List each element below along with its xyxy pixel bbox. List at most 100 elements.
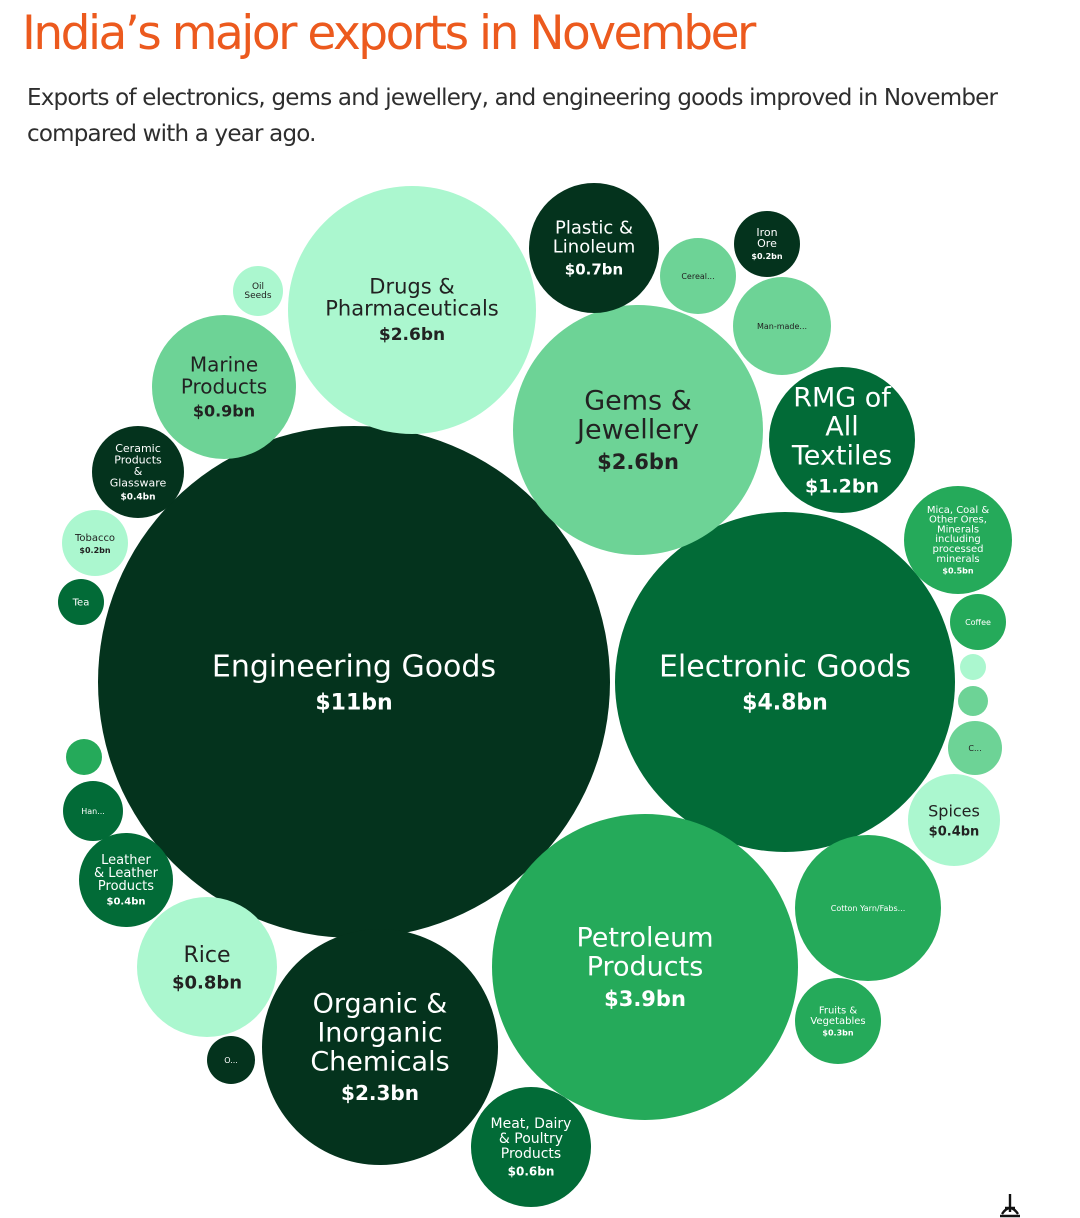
bubble-unnamed-29 <box>960 654 986 680</box>
bubble-electronic-goods-1: Electronic Goods $4.8bn <box>615 512 955 852</box>
bubble-unnamed-27 <box>66 739 102 775</box>
bubble-circle <box>513 305 763 555</box>
bubble-plastic-linoleum-9: Plastic &Linoleum$0.7bn <box>529 183 659 313</box>
bubble-value: $0.3bn <box>822 1028 853 1037</box>
bubble-han-21: Han... <box>63 781 123 841</box>
bubble-fruits-vegetables-17: Fruits &Vegetables$0.3bn <box>795 978 881 1064</box>
bubble-circle <box>958 686 988 716</box>
bubble-label: Han... <box>81 807 105 816</box>
bubble-circle <box>660 238 736 314</box>
bubble-o-25: O... <box>207 1036 255 1084</box>
page-title: India’s major exports in November <box>22 6 756 61</box>
bubble-value: $0.5bn <box>942 566 973 575</box>
bubble-circle <box>795 978 881 1064</box>
bubble-circle <box>529 183 659 313</box>
bubble-circle <box>98 426 610 938</box>
bubble-value: $1.2bn <box>805 475 879 497</box>
bubble-value: $3.9bn <box>604 987 686 1011</box>
bubble-circle <box>63 781 123 841</box>
bubble-label: Drugs &Pharmaceuticals <box>325 275 498 321</box>
bubble-circle <box>152 315 296 459</box>
bubble-circle <box>795 835 941 981</box>
bubble-value: $0.4bn <box>107 896 146 907</box>
bubble-engineering-goods-0: Engineering Goods$11bn <box>98 426 610 938</box>
bubble-spices-16: Spices$0.4bn <box>908 774 1000 866</box>
bubble-label: C... <box>968 744 981 753</box>
bubble-label: Fruits &Vegetables <box>810 1005 865 1027</box>
bubble-coffee-22: Coffee <box>950 594 1006 650</box>
bubble-circle <box>233 266 283 316</box>
bubble-circle <box>769 367 915 513</box>
bubble-circle <box>615 512 955 852</box>
bubble-circle <box>288 186 536 434</box>
bubble-circle <box>62 510 128 576</box>
bubble-man-made-13: Man-made... <box>733 277 831 375</box>
bubble-label: Man-made... <box>757 322 807 331</box>
bubble-label: Coffee <box>965 618 991 627</box>
bubble-value: $0.7bn <box>565 260 623 278</box>
bubble-label: Gems &Jewellery <box>575 385 699 445</box>
bubble-circle <box>492 814 798 1120</box>
bubble-value: $0.2bn <box>79 546 110 555</box>
bubble-drugs-pharmaceuticals-3: Drugs &Pharmaceuticals$2.6bn <box>288 186 536 434</box>
bubble-tea-23: Tea <box>58 579 104 625</box>
bubble-circle <box>734 211 800 277</box>
bubble-value: $0.2bn <box>751 252 782 261</box>
bubble-label: Cotton Yarn/Fabs... <box>831 904 906 913</box>
bubble-value: $0.4bn <box>120 492 155 502</box>
bubble-circle <box>950 594 1006 650</box>
bubble-value: $4.8bn <box>742 690 828 715</box>
bubble-circle <box>207 1036 255 1084</box>
bubble-circle <box>58 579 104 625</box>
bubble-label: Rice <box>183 943 230 968</box>
bubble-label: Cereal... <box>681 272 714 281</box>
bubble-label: O... <box>224 1056 238 1065</box>
bubble-value: $0.8bn <box>172 973 242 994</box>
bubble-gems-jewellery-4: Gems &Jewellery$2.6bn <box>513 305 763 555</box>
bubble-label: Tobacco <box>74 533 115 544</box>
page-subtitle: Exports of electronics, gems and jewelle… <box>27 85 998 147</box>
bubble-unnamed-28 <box>958 686 988 716</box>
bubble-cotton-yarn-fabs-11: Cotton Yarn/Fabs... <box>795 835 941 981</box>
bubble-value: $0.4bn <box>929 825 980 840</box>
bubble-circle <box>904 486 1012 594</box>
bubble-label: Electronic Goods <box>659 650 911 685</box>
bubble-label: Tea <box>72 597 90 608</box>
bubble-value: $0.9bn <box>193 402 255 421</box>
bubble-circle <box>948 721 1002 775</box>
bubble-circle <box>960 654 986 680</box>
bubble-circle <box>66 739 102 775</box>
bubble-tobacco-20: Tobacco $0.2bn <box>62 510 128 576</box>
bubble-value: $11bn <box>315 690 392 715</box>
bubble-circle <box>262 929 498 1165</box>
bubble-c-24: C... <box>948 721 1002 775</box>
bubble-circle <box>471 1087 591 1207</box>
bubble-circle <box>137 897 277 1037</box>
bubble-circle <box>92 426 184 518</box>
bubble-rice-8: Rice $0.8bn <box>137 897 277 1037</box>
bubble-circle <box>79 833 173 927</box>
bubble-value: $0.6bn <box>508 1164 555 1178</box>
bubble-cereal-18: Cereal... <box>660 238 736 314</box>
bubble-value: $2.3bn <box>341 1081 419 1105</box>
